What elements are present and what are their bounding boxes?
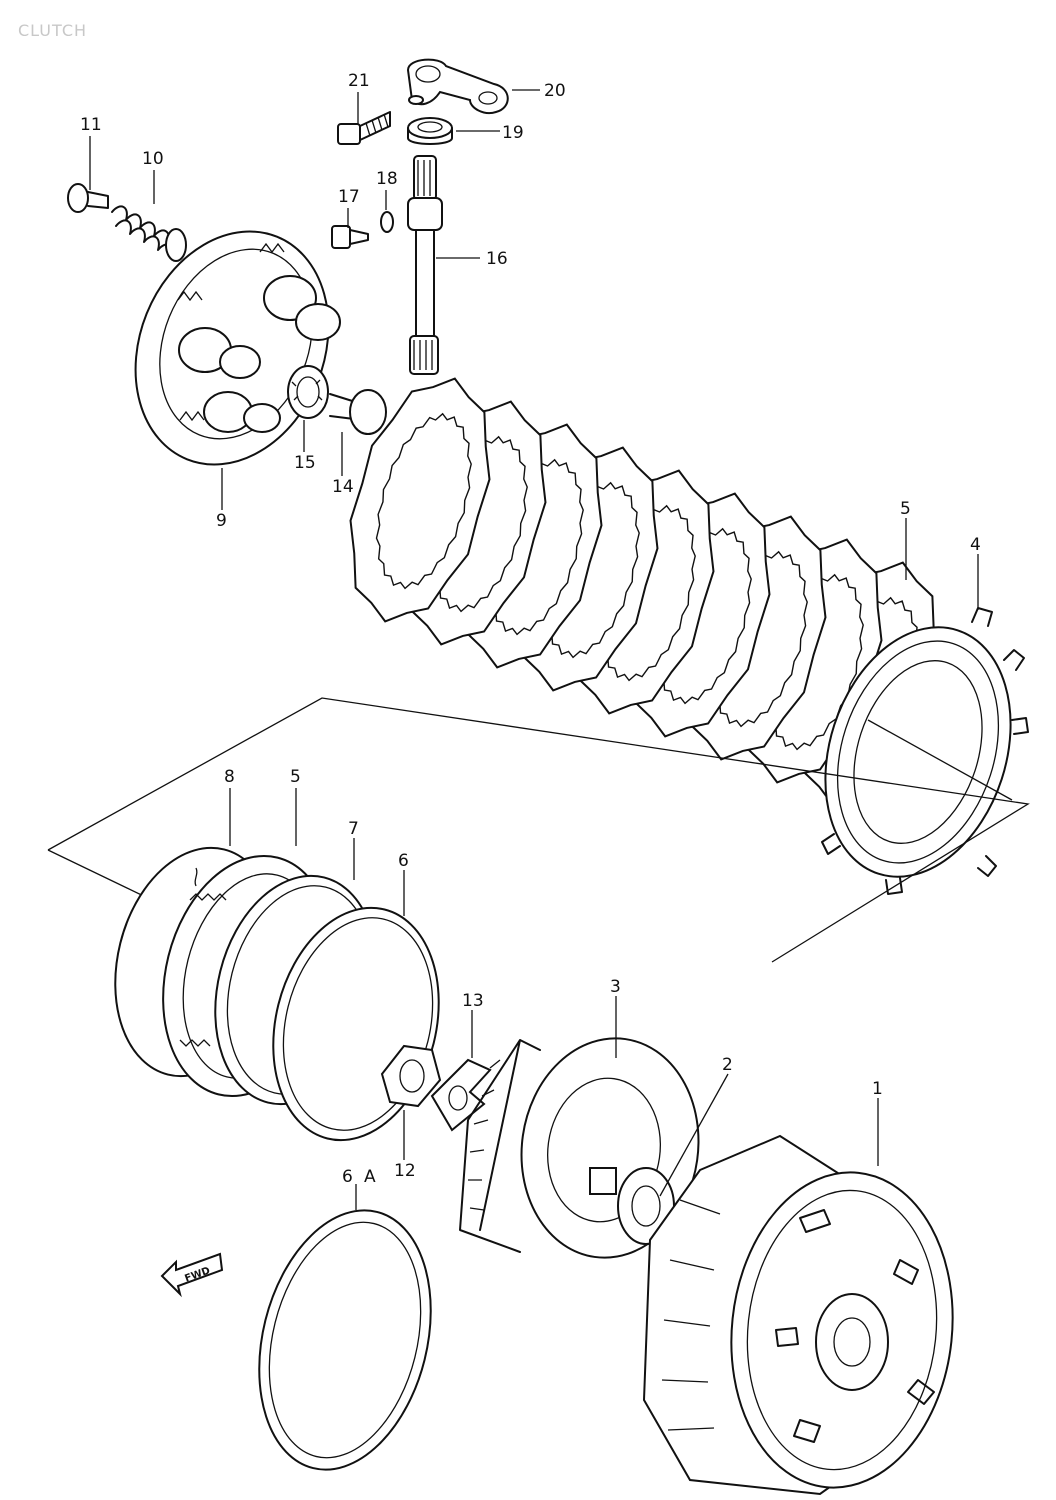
part-10-spring: [111, 205, 187, 262]
clutch-plate: [349, 377, 491, 623]
part-12-nut: [380, 1044, 442, 1108]
callout-3: 3: [610, 977, 621, 997]
callout-15: 15: [294, 453, 316, 473]
callout-7: 7: [348, 819, 359, 839]
callout-11: 11: [80, 115, 102, 135]
part-15-bearing: [287, 365, 329, 419]
callout-1: 1: [872, 1079, 883, 1099]
callout-17: 17: [338, 187, 360, 207]
callout-5-upper: 5: [900, 499, 911, 519]
fwd-arrow-icon: FWD: [160, 1252, 224, 1298]
part-9-pressure-plate: [134, 230, 341, 466]
part-14-push-piece: [329, 389, 387, 435]
callout-13: 13: [462, 991, 484, 1011]
callout-leaders: [89, 89, 979, 1210]
callout-2: 2: [722, 1055, 733, 1075]
callout-16: 16: [486, 249, 508, 269]
callout-9: 9: [216, 511, 227, 531]
callout-20: 20: [544, 81, 566, 101]
callout-12: 12: [394, 1161, 416, 1181]
part-19-oil-seal: [407, 117, 453, 145]
part-1-clutch-housing: [642, 1134, 954, 1496]
callout-14: 14: [332, 477, 354, 497]
callout-21: 21: [348, 71, 370, 91]
callout-6a-letter: A: [364, 1167, 376, 1187]
part-16-release-shaft: [407, 155, 443, 375]
callout-19: 19: [502, 123, 524, 143]
callout-10: 10: [142, 149, 164, 169]
part-20-release-arm: [406, 58, 509, 114]
callout-5-lower: 5: [290, 767, 301, 787]
part-21-bolt: [337, 111, 391, 145]
part-6a-ring: [258, 1209, 432, 1471]
callout-labels: 21 20 19 18 17 16 11 10 9 15 14 5 4 8 5 …: [80, 71, 981, 1187]
part-11-bolt: [67, 183, 109, 213]
callout-6a-number: 6: [342, 1167, 353, 1187]
part-4-drive-plate: [821, 607, 1029, 895]
part-17-bolt: [331, 225, 369, 249]
part-18-washer: [380, 211, 394, 233]
callout-18: 18: [376, 169, 398, 189]
callout-4: 4: [970, 535, 981, 555]
part-13-lock-washer: [430, 1058, 492, 1132]
centerline-upper: [867, 719, 1013, 801]
callout-8: 8: [224, 767, 235, 787]
callout-6: 6: [398, 851, 409, 871]
diagram-title: CLUTCH: [18, 21, 87, 40]
